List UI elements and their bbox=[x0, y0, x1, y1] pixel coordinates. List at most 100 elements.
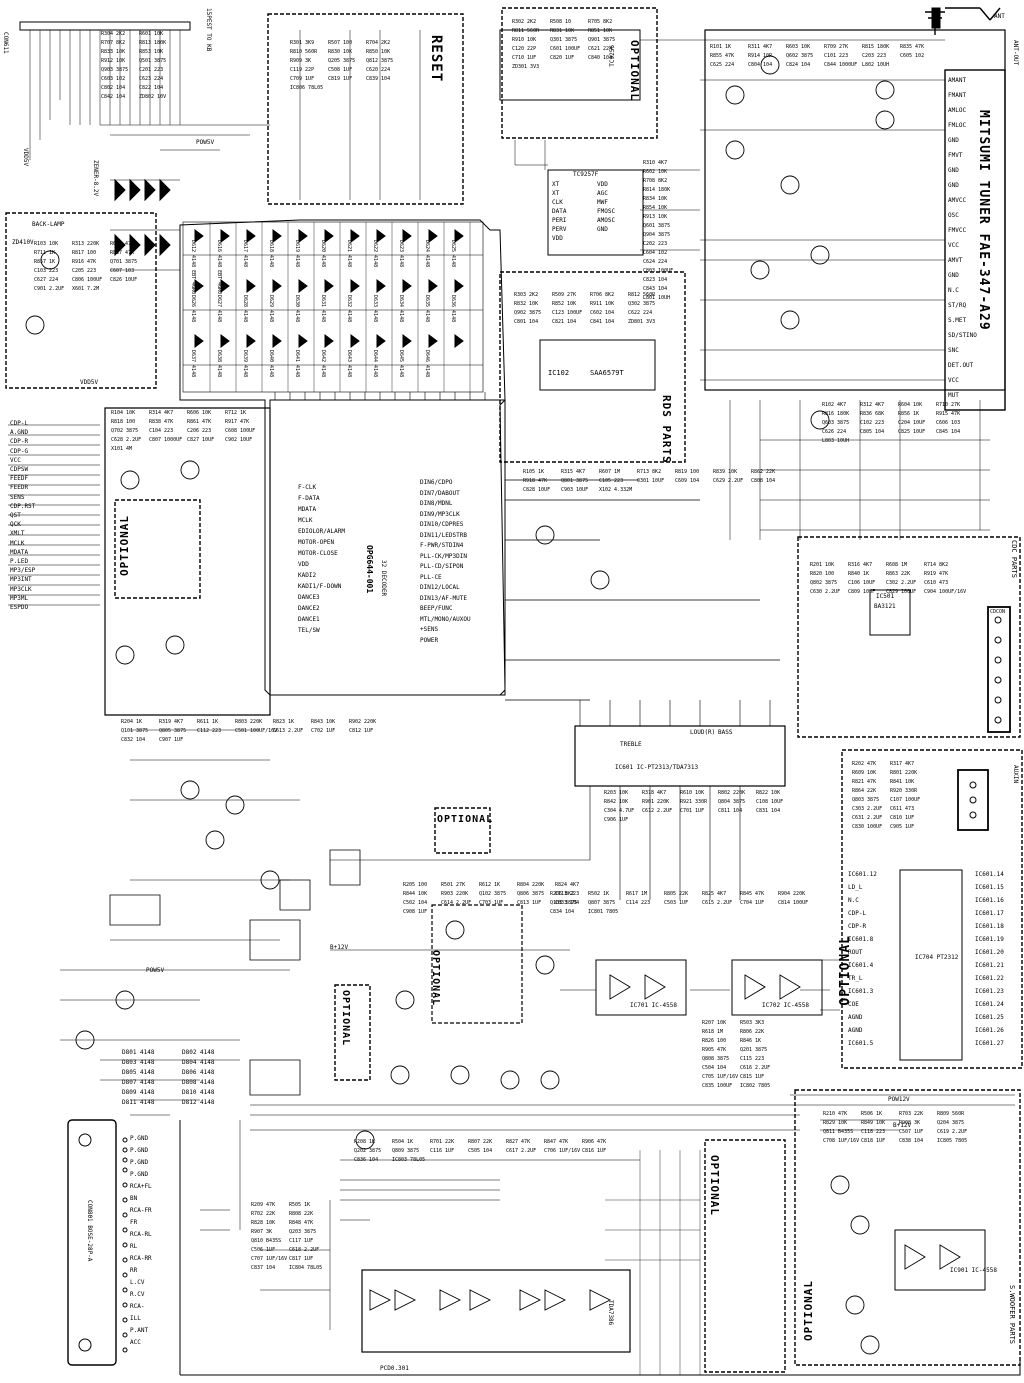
component-label: R302 2K2 bbox=[512, 19, 537, 25]
component-label: C608 100UF bbox=[225, 428, 256, 434]
component-label: C626 224 bbox=[822, 429, 847, 435]
aux-pin-label: IC601.14 bbox=[975, 871, 1004, 878]
tuner-pin-label: N.C bbox=[948, 287, 959, 294]
tc9257-pin-label: XT bbox=[552, 190, 560, 197]
bottom-connector-pin-label: RCA-FR bbox=[130, 1207, 152, 1214]
component-label: C602 104 bbox=[590, 310, 615, 316]
component-label: C823 104 bbox=[643, 277, 668, 283]
component-label: C824 104 bbox=[786, 62, 811, 68]
component-label: R101 1K bbox=[710, 44, 732, 50]
left-pin-label: SENS bbox=[10, 493, 25, 501]
component-label: R819 100 bbox=[675, 469, 700, 475]
component-label: R202 47K bbox=[852, 761, 877, 767]
component-label: R304 2K2 bbox=[101, 31, 126, 37]
optional-label-aux: OPTIONAL bbox=[838, 935, 853, 1006]
component-label: C835 100UF bbox=[702, 1083, 733, 1089]
component-label: C826 10UF bbox=[110, 277, 138, 283]
tc9257-pin-label: PERI bbox=[552, 217, 567, 224]
aux-pin-label: IC601.5 bbox=[848, 1040, 874, 1047]
optional-label-tel: OPTIONAL bbox=[118, 515, 131, 576]
component-label: C304 4.7UF bbox=[604, 808, 635, 814]
power-label-pow12v: POW12V bbox=[888, 1096, 910, 1103]
component-label: C832 104 bbox=[121, 737, 146, 743]
diode-grid-label: D644 4148 bbox=[372, 350, 378, 378]
component-label: L802 10UH bbox=[862, 62, 890, 68]
component-label: R602 10K bbox=[643, 169, 668, 175]
diode-grid-label: D628 4148 bbox=[242, 295, 248, 323]
tuner-pin-label: AMANT bbox=[948, 77, 967, 84]
diode-grid-label: D618 4148 bbox=[268, 240, 274, 268]
tuner-pin-label: GND bbox=[948, 137, 959, 144]
component-label: R831 10K bbox=[550, 28, 575, 34]
main-ic-pin-label: DIN7/DABOUT bbox=[420, 489, 460, 497]
component-label: C808 104 bbox=[751, 478, 776, 484]
aux-pin-label: IC601.20 bbox=[975, 949, 1004, 956]
component-label: C627 224 bbox=[34, 277, 59, 283]
aux-ic-label: IC704 PT2312 bbox=[915, 954, 959, 961]
component-label: C804 104 bbox=[748, 62, 773, 68]
component-label: C819 1UF bbox=[328, 76, 353, 82]
aux-pin-label: COE bbox=[848, 1001, 859, 1008]
aux-pin-label: CDP-L bbox=[848, 910, 867, 917]
diode-grid-label: D621 4148 bbox=[346, 240, 352, 268]
component-label: R864 22K bbox=[852, 788, 877, 794]
audio-ic-bass: BASS bbox=[718, 729, 733, 736]
component-label: C813 1UF bbox=[517, 900, 542, 906]
main-ic-pin-label: DIN10/CDPRES bbox=[420, 521, 464, 528]
tuner-pin-label: FMVT bbox=[948, 152, 963, 159]
backlamp-label: BACK-LAMP bbox=[32, 221, 65, 228]
component-label: R917 47K bbox=[225, 419, 250, 425]
component-label: R921 330R bbox=[680, 799, 708, 805]
audio-ic-name: IC601 IC-PT2313/TDA7313 bbox=[615, 764, 699, 771]
component-label: C903 10UF bbox=[561, 487, 589, 493]
component-label: C709 1UF bbox=[290, 76, 315, 82]
component-label: R911 10K bbox=[590, 301, 615, 307]
component-label: R853 10K bbox=[139, 49, 164, 55]
diode-grid-label: D637 4148 bbox=[190, 350, 196, 378]
aux-pin-label: CDP-R bbox=[848, 923, 867, 930]
component-label: R617 1M bbox=[626, 891, 648, 897]
component-label: C840 104 bbox=[588, 55, 613, 61]
component-label: R818 100 bbox=[111, 419, 136, 425]
diode-grid-label: D631 4148 bbox=[320, 295, 326, 323]
aux-pin-label: IC601.17 bbox=[975, 910, 1004, 917]
component-label: C814 100UF bbox=[778, 900, 809, 906]
component-label: Q808 3875 bbox=[702, 1056, 730, 1062]
tuner-pin-label: ST/RQ bbox=[948, 302, 967, 309]
component-label: IC802 7805 bbox=[740, 1083, 771, 1089]
component-label: R704 2K2 bbox=[366, 40, 391, 46]
component-label: C845 104 bbox=[936, 429, 961, 435]
tc9257-pin-label: AMOSC bbox=[597, 217, 616, 224]
component-label: C836 104 bbox=[354, 1157, 379, 1163]
component-label: Q603 3875 bbox=[822, 420, 850, 426]
component-label: R708 8K2 bbox=[643, 178, 668, 184]
ant-out-label: ANT-OUT bbox=[1012, 40, 1019, 66]
component-label: Q205 3875 bbox=[328, 58, 356, 64]
bottom-connector-pin-label: P.GND bbox=[130, 1171, 149, 1178]
cdcon-label: CDCON bbox=[990, 609, 1006, 615]
component-label: R903 220K bbox=[441, 891, 469, 897]
aux-pin-label: IC601.24 bbox=[975, 1001, 1004, 1008]
component-label: C113 223 bbox=[555, 891, 580, 897]
component-label: C301 10UF bbox=[637, 478, 665, 484]
component-label: C106 10UF bbox=[848, 580, 876, 586]
component-label: Q902 3875 bbox=[514, 310, 542, 316]
component-label: R821 47K bbox=[852, 779, 877, 785]
component-label: C302 2.2UF bbox=[886, 580, 917, 586]
component-label: R862 22K bbox=[751, 469, 776, 475]
component-label: C833 104 bbox=[555, 900, 580, 906]
component-label: R919 47K bbox=[924, 571, 949, 577]
component-label: R906 47K bbox=[582, 1139, 607, 1145]
component-label: R844 10K bbox=[403, 891, 428, 897]
component-label: R845 47K bbox=[740, 891, 765, 897]
component-label: R830 10K bbox=[328, 49, 353, 55]
component-label: R843 10K bbox=[311, 719, 336, 725]
component-label: R811 560R bbox=[512, 28, 540, 34]
aux-pin-label: IC601.22 bbox=[975, 975, 1004, 982]
tc9257-pin-label: MWF bbox=[597, 199, 608, 206]
left-pin-label: CDP.RST bbox=[10, 502, 36, 510]
main-ic-pin-label: EDIOLOR/ALARM bbox=[298, 528, 345, 535]
component-label: R209 47K bbox=[251, 1202, 276, 1208]
component-label: C907 1UF bbox=[159, 737, 184, 743]
component-label: C206 223 bbox=[187, 428, 212, 434]
